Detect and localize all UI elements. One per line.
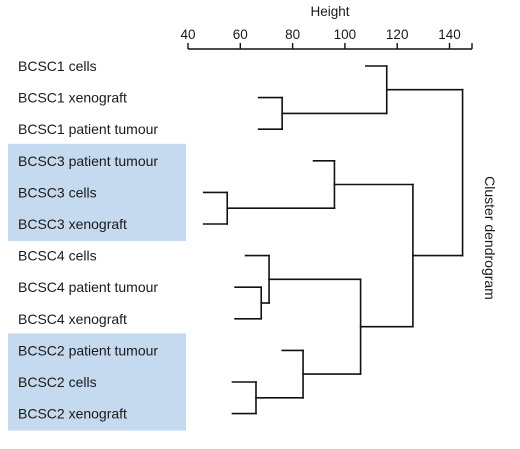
tick-label: 40 <box>180 27 195 42</box>
leaf-label: BCSC1 xenograft <box>18 90 127 106</box>
highlight-box <box>8 333 186 431</box>
dendrogram-branches <box>202 65 464 415</box>
tick-label: 80 <box>285 27 300 42</box>
leaf-label: BCSC2 patient tumour <box>18 342 158 358</box>
tick-label: 140 <box>438 27 461 42</box>
leaf-label: BCSC3 patient tumour <box>18 153 158 169</box>
leaf-label: BCSC4 xenograft <box>18 311 127 327</box>
side-title: Cluster dendrogram <box>482 176 498 300</box>
leaf-label: BCSC1 patient tumour <box>18 121 158 137</box>
leaf-label: BCSC2 xenograft <box>18 406 127 422</box>
leaf-label: BCSC4 cells <box>18 248 97 264</box>
tick-label: 60 <box>233 27 248 42</box>
leaf-label: BCSC2 cells <box>18 374 97 390</box>
leaf-label: BCSC4 patient tumour <box>18 279 158 295</box>
tick-label: 120 <box>386 27 409 42</box>
leaf-label: BCSC3 xenograft <box>18 216 127 232</box>
highlight-boxes <box>8 143 186 431</box>
leaf-label: BCSC3 cells <box>18 184 97 200</box>
highlight-box <box>8 143 186 241</box>
height-axis: Height 40 60 80 100 120 140 <box>180 4 473 50</box>
tick-label: 100 <box>334 27 357 42</box>
axis-title: Height <box>310 4 349 19</box>
leaf-label: BCSC1 cells <box>18 58 97 74</box>
